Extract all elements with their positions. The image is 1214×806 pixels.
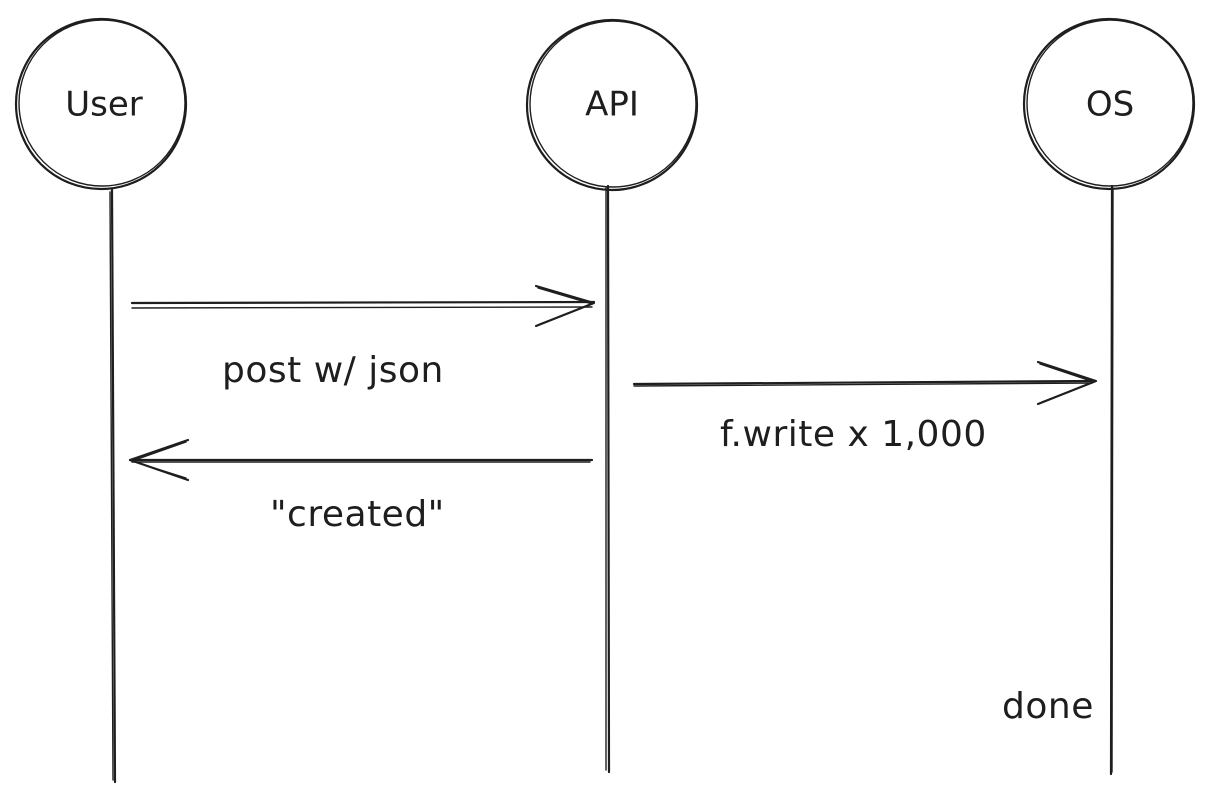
- actor-api-label: API: [585, 85, 639, 125]
- actor-user: User: [14, 17, 188, 191]
- note-done-label: done: [1002, 686, 1094, 727]
- actor-os-label: OS: [1086, 85, 1134, 125]
- actor-api-circle: [525, 18, 699, 192]
- actor-user-circle-sketch: [18, 19, 186, 187]
- actor-os: OS: [1022, 17, 1196, 191]
- message-created-arrow: [128, 438, 594, 482]
- actor-api: API: [525, 18, 699, 192]
- message-post-arrow: [130, 284, 596, 328]
- actor-os-circle-sketch: [1026, 19, 1194, 187]
- actor-user-label: User: [65, 85, 143, 125]
- actor-user-circle: [14, 17, 188, 191]
- message-post-label: post w/ json: [222, 350, 444, 391]
- actor-api-circle-sketch: [529, 20, 697, 188]
- message-write-arrow: [632, 360, 1098, 406]
- lifeline-user: [109, 188, 117, 784]
- message-write-label: f.write x 1,000: [720, 414, 987, 455]
- actor-os-circle: [1022, 17, 1196, 191]
- message-created-label: "created": [270, 494, 445, 535]
- lifeline-os: [1109, 184, 1114, 776]
- lifeline-api: [605, 184, 611, 774]
